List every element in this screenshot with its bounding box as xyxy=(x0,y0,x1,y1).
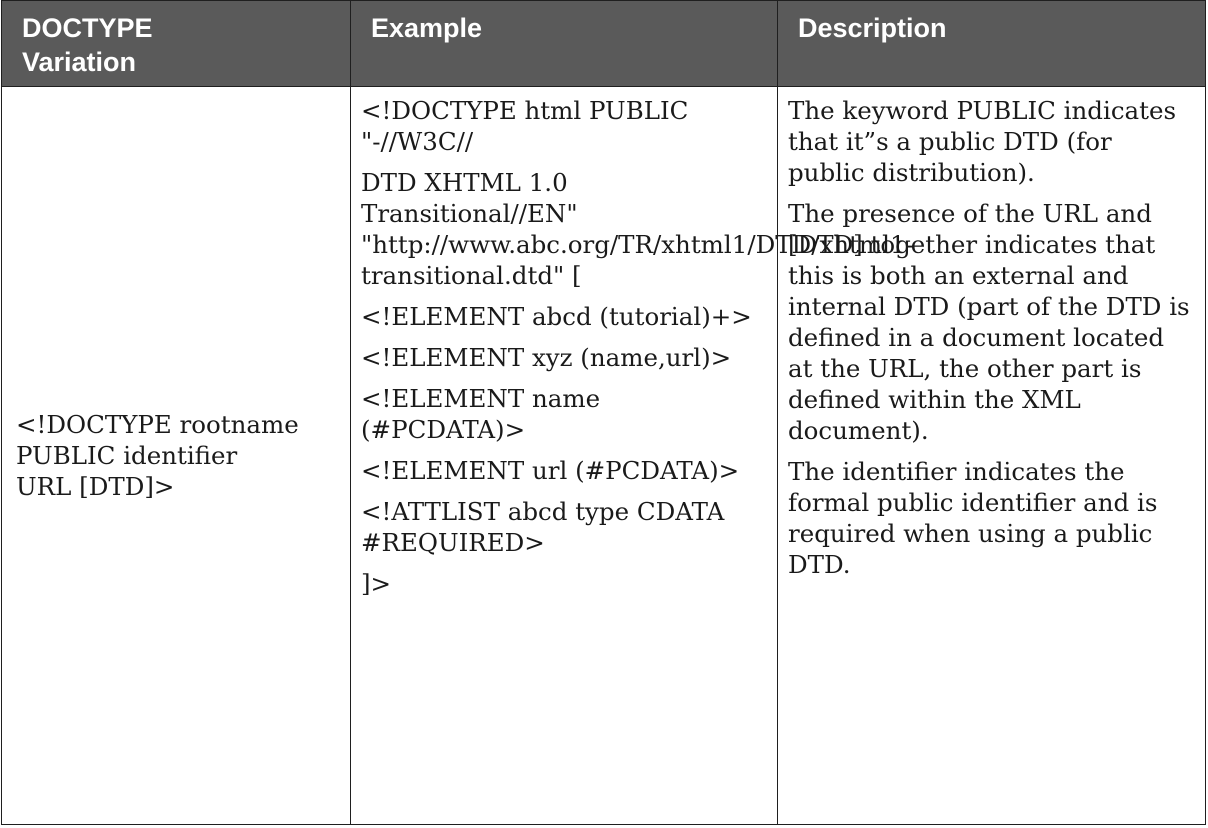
example-line: <!ELEMENT xyz (name,url)> xyxy=(361,342,767,373)
example-line: DTD XHTML 1.0 Transitional//EN" "http://… xyxy=(361,167,914,291)
header-variation-line1: DOCTYPE xyxy=(22,13,153,43)
header-row: DOCTYPE Variation Example Description xyxy=(1,0,1206,87)
example-line: <!ATTLIST abcd type CDATA #REQUIRED> xyxy=(361,496,767,558)
example-text: <!ELEMENT xyz (name,url)> xyxy=(361,343,732,372)
description-paragraph: The keyword PUBLIC indicates that it”s a… xyxy=(788,96,1177,187)
example-line: <!ELEMENT abcd (tutorial)+> xyxy=(361,301,767,332)
example-text: <!ELEMENT url (#PCDATA)> xyxy=(361,456,740,485)
description-cell: The keyword PUBLIC indicates that it”s a… xyxy=(777,86,1206,825)
variation-line: PUBLIC identifier xyxy=(16,441,238,470)
example-text: <!ELEMENT name (#PCDATA)> xyxy=(361,384,601,444)
example-cell: <!DOCTYPE html PUBLIC "-//W3C// DTD XHTM… xyxy=(350,86,914,825)
example-text: DTD XHTML 1.0 Transitional//EN" "http://… xyxy=(361,168,914,290)
example-line: <!ELEMENT url (#PCDATA)> xyxy=(361,455,767,486)
example-line: <!ELEMENT name (#PCDATA)> xyxy=(361,383,767,445)
header-description: Description xyxy=(777,0,1206,87)
table-row: <!DOCTYPE rootname PUBLIC identifier URL… xyxy=(1,86,1206,825)
header-variation-line2: Variation xyxy=(22,47,137,77)
header-doctype-variation: DOCTYPE Variation xyxy=(1,0,351,87)
variation-line: <!DOCTYPE rootname xyxy=(16,410,299,439)
example-line: ]> xyxy=(361,568,767,599)
description-paragraph: The presence of the URL and [DTD] togeth… xyxy=(788,199,1190,445)
example-text: <!DOCTYPE html PUBLIC "-//W3C// xyxy=(361,96,689,156)
example-text: <!ATTLIST abcd type CDATA #REQUIRED> xyxy=(361,497,725,557)
header-example: Example xyxy=(350,0,778,87)
variation-line: URL [DTD]> xyxy=(16,472,175,501)
variation-cell: <!DOCTYPE rootname PUBLIC identifier URL… xyxy=(1,86,351,825)
description-paragraph: The identifier indicates the formal publ… xyxy=(788,457,1158,579)
example-line: <!DOCTYPE html PUBLIC "-//W3C// xyxy=(361,95,767,157)
example-text: ]> xyxy=(361,569,392,598)
example-text: <!ELEMENT abcd (tutorial)+> xyxy=(361,302,752,331)
